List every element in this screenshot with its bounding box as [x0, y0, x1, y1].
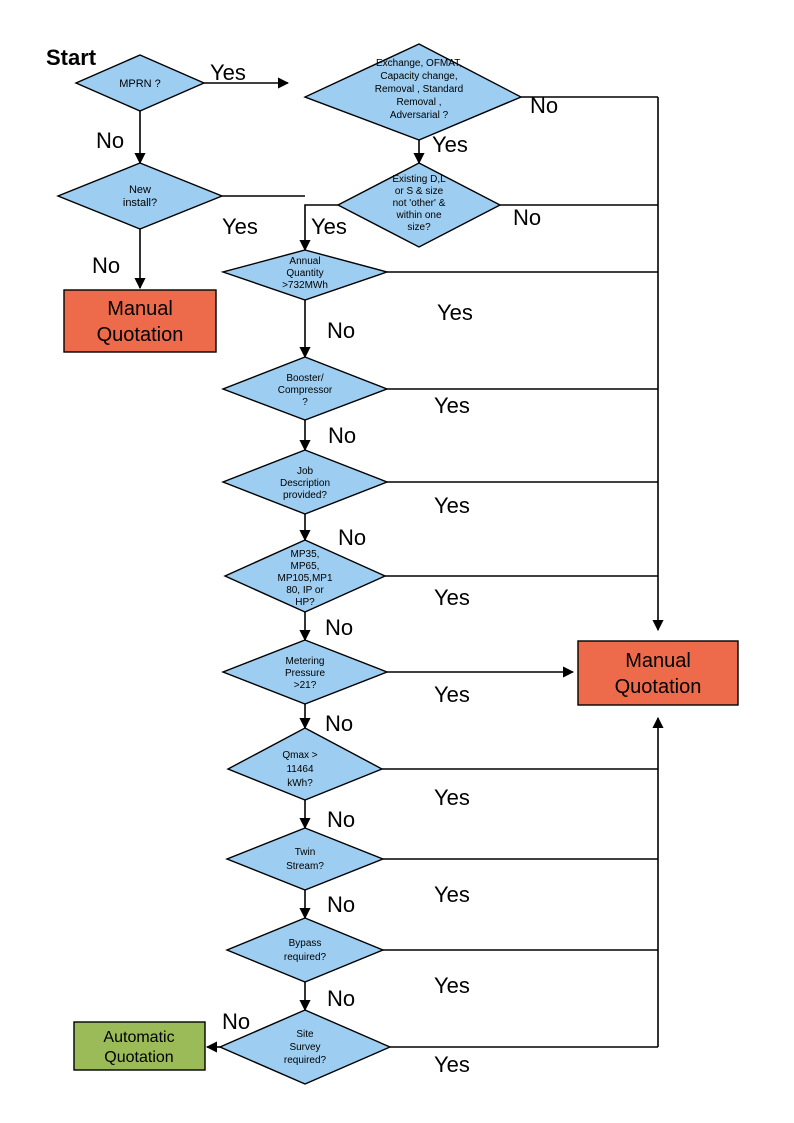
label-job-no: No — [338, 525, 366, 550]
node-mp-line-3: 80, IP or — [286, 585, 324, 596]
node-annual-line-0: Annual — [289, 256, 320, 267]
edge-existing-yes — [299, 204, 338, 252]
node-mp-line-0: MP35, — [291, 549, 320, 560]
node-manual-quotation-right[interactable]: Manual Quotation — [577, 640, 739, 706]
label-job-yes: Yes — [434, 493, 470, 518]
node-booster[interactable]: Booster/ Compressor ? — [221, 356, 389, 421]
labels: Start Yes No No Yes Yes No No Yes Yes No… — [46, 45, 558, 1077]
node-qmax-line-2: kWh? — [287, 778, 313, 789]
automatic-line-0: Automatic — [103, 1029, 174, 1046]
node-existing-line-2: not 'other' & — [393, 198, 446, 209]
manual-left-line-1: Quotation — [97, 324, 184, 346]
node-metering-line-2: >21? — [294, 680, 317, 691]
node-annual-quantity[interactable]: Annual Quantity >732MWh — [220, 249, 390, 301]
node-site-line-1: Survey — [289, 1042, 320, 1053]
node-mprn[interactable]: MPRN ? — [74, 54, 206, 112]
node-metering-line-0: Metering — [286, 656, 325, 667]
node-mp-line-4: HP? — [295, 597, 315, 608]
node-metering-line-1: Pressure — [285, 668, 325, 679]
label-annual-no: No — [327, 318, 355, 343]
node-new-install-line-0: New — [129, 184, 151, 196]
label-existing-no: No — [513, 205, 541, 230]
node-twin-line-1: Stream? — [286, 861, 324, 872]
label-twin-yes: Yes — [434, 882, 470, 907]
label-existing-yes: Yes — [311, 214, 347, 239]
node-bypass-line-0: Bypass — [289, 938, 322, 949]
label-exchange-no: No — [530, 93, 558, 118]
node-exchange-line-2: Removal , Standard — [375, 84, 463, 95]
label-exchange-yes: Yes — [432, 132, 468, 157]
label-mprn-yes: Yes — [210, 60, 246, 85]
label-booster-no: No — [328, 423, 356, 448]
node-qmax[interactable]: Qmax > 11464 kWh? — [226, 727, 384, 801]
node-site-line-2: required? — [284, 1055, 327, 1066]
manual-left-line-0: Manual — [107, 298, 173, 320]
node-existing-line-0: Existing D,L — [392, 174, 446, 185]
label-mp-no: No — [325, 615, 353, 640]
node-twin-stream[interactable]: Twin Stream? — [225, 827, 385, 891]
node-qmax-line-1: 11464 — [286, 764, 314, 775]
label-booster-yes: Yes — [434, 393, 470, 418]
node-job-line-0: Job — [297, 466, 314, 477]
label-twin-no: No — [327, 892, 355, 917]
label-qmax-yes: Yes — [434, 785, 470, 810]
node-exchange[interactable]: Exchange, OFMAT, Capacity change, Remova… — [303, 43, 523, 141]
node-new-install-line-1: install? — [123, 197, 157, 209]
label-site-no: No — [222, 1009, 250, 1034]
node-exchange-line-1: Capacity change, — [380, 71, 457, 82]
node-exchange-line-3: Removal , — [396, 97, 441, 108]
node-mp-line-1: MP65, — [291, 561, 320, 572]
node-existing-line-3: within one — [395, 210, 441, 221]
label-new-install-no: No — [92, 253, 120, 278]
edges — [134, 77, 664, 1053]
node-automatic-quotation[interactable]: Automatic Quotation — [73, 1021, 206, 1071]
label-mprn-no: No — [96, 128, 124, 153]
node-bypass[interactable]: Bypass required? — [225, 917, 385, 983]
label-bypass-no: No — [327, 986, 355, 1011]
label-site-yes: Yes — [434, 1052, 470, 1077]
label-annual-yes: Yes — [437, 300, 473, 325]
label-qmax-no: No — [327, 807, 355, 832]
label-metering-yes: Yes — [434, 682, 470, 707]
node-job-description[interactable]: Job Description provided? — [221, 449, 389, 515]
node-mprn-line-0: MPRN ? — [119, 78, 161, 90]
node-existing-dls[interactable]: Existing D,L or S & size not 'other' & w… — [336, 162, 502, 248]
label-bypass-yes: Yes — [434, 973, 470, 998]
node-exchange-line-0: Exchange, OFMAT, — [376, 58, 462, 69]
node-site-survey[interactable]: Site Survey required? — [218, 1009, 392, 1085]
node-mp-line-2: MP105,MP1 — [277, 573, 332, 584]
label-new-install-yes: Yes — [222, 214, 258, 239]
node-qmax-line-0: Qmax > — [282, 750, 317, 761]
node-booster-line-2: ? — [302, 397, 308, 408]
node-annual-line-2: >732MWh — [282, 280, 328, 291]
node-bypass-line-1: required? — [284, 952, 327, 963]
label-start: Start — [46, 45, 97, 70]
node-booster-line-0: Booster/ — [286, 373, 323, 384]
label-metering-no: No — [325, 711, 353, 736]
manual-right-line-0: Manual — [625, 650, 691, 672]
manual-right-line-1: Quotation — [615, 676, 702, 698]
node-manual-quotation-left[interactable]: Manual Quotation — [63, 289, 217, 353]
node-booster-line-1: Compressor — [278, 385, 333, 396]
node-job-line-2: provided? — [283, 490, 327, 501]
label-mp-yes: Yes — [434, 585, 470, 610]
node-existing-line-1: or S & size — [395, 186, 444, 197]
node-existing-line-4: size? — [407, 222, 431, 233]
node-site-line-0: Site — [296, 1029, 314, 1040]
node-annual-line-1: Quantity — [286, 268, 323, 279]
node-mp-types[interactable]: MP35, MP65, MP105,MP1 80, IP or HP? — [223, 539, 387, 613]
node-metering-pressure[interactable]: Metering Pressure >21? — [221, 639, 389, 705]
automatic-line-1: Quotation — [104, 1049, 173, 1066]
node-new-install[interactable]: New install? — [56, 162, 224, 230]
node-exchange-line-4: Adversarial ? — [390, 110, 449, 121]
node-job-line-1: Description — [280, 478, 330, 489]
node-twin-line-0: Twin — [295, 847, 316, 858]
